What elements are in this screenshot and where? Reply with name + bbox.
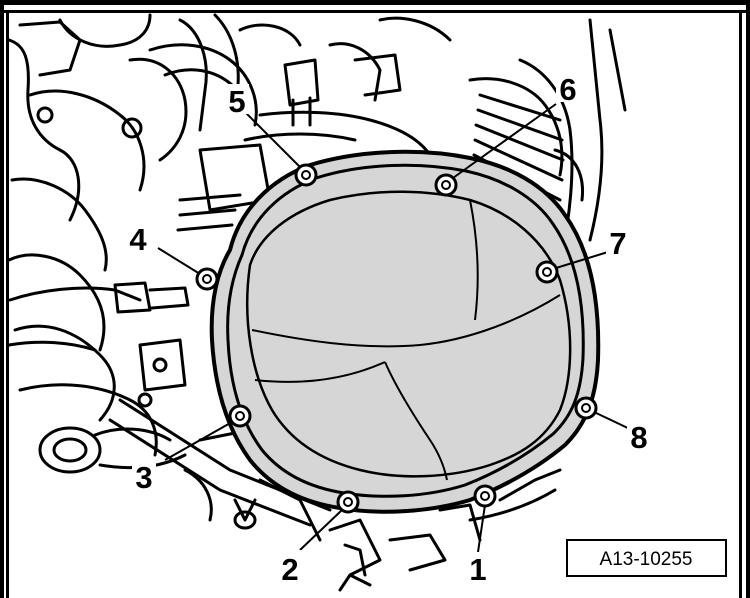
- callout-numbers: 1 2 3 4 5 6 7 8: [129, 72, 647, 587]
- callout-8: 8: [630, 420, 647, 455]
- engine-background-linework: [7, 13, 627, 592]
- bolt-3: [228, 404, 252, 428]
- bolt-7: [535, 260, 559, 284]
- leader-line-3: [164, 421, 233, 461]
- bolt-5: [294, 163, 318, 187]
- callout-4: 4: [129, 222, 147, 257]
- leader-line-1: [477, 504, 486, 553]
- callout-6: 6: [559, 72, 576, 107]
- leader-line-8: [593, 411, 633, 431]
- leader-line-6: [452, 103, 557, 179]
- cover-top-plate: [245, 190, 572, 478]
- callout-5: 5: [228, 84, 245, 119]
- leader-line-5: [244, 111, 301, 168]
- callout-7: 7: [609, 226, 626, 261]
- bolt-6: [434, 173, 458, 197]
- bolts: [195, 163, 598, 514]
- bolt-8: [574, 396, 598, 420]
- leader-lines: [157, 103, 633, 553]
- callout-3: 3: [135, 460, 152, 495]
- leader-line-2: [299, 509, 343, 551]
- leader-line-4: [157, 247, 201, 275]
- cover-outer-outline: [209, 149, 601, 514]
- cover-assembly: [209, 149, 601, 514]
- leader-line-7: [555, 251, 609, 269]
- callout-halos: [126, 70, 651, 582]
- bolt-4: [195, 267, 219, 291]
- figure-id-box: A13-10255: [566, 539, 727, 577]
- callout-2: 2: [281, 552, 298, 587]
- callout-1: 1: [469, 552, 486, 587]
- bolt-2: [336, 490, 360, 514]
- cover-gasket-line: [226, 163, 585, 498]
- bolt-1: [473, 484, 497, 508]
- figure-id-label: A13-10255: [600, 549, 693, 570]
